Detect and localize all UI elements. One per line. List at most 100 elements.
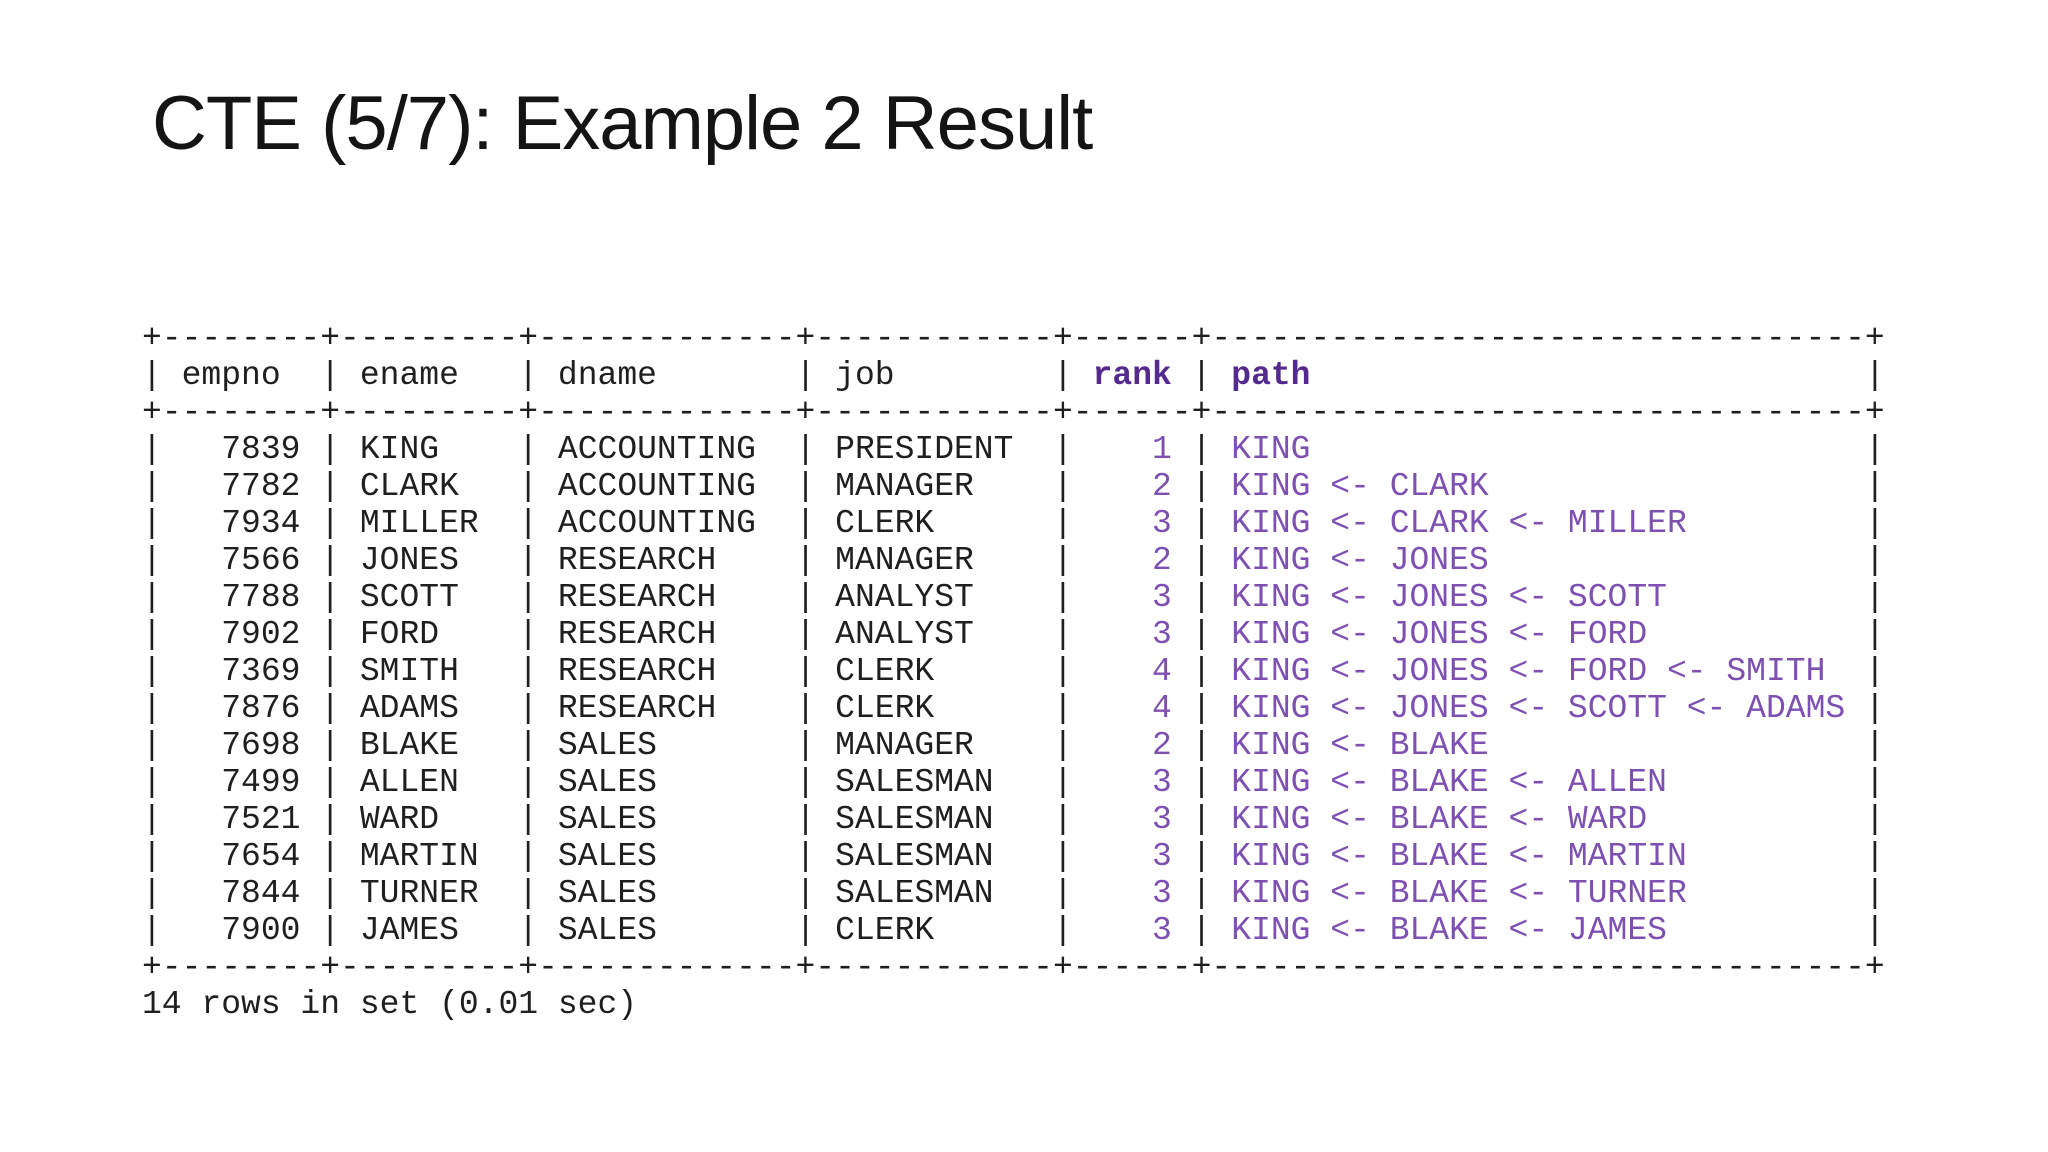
pipe: | (518, 838, 539, 875)
column-header-job: job (815, 357, 1054, 394)
cell-empno: 7900 (161, 912, 321, 949)
cell-job: MANAGER (815, 468, 1054, 505)
table-row: | 7900 | JAMES | SALES | CLERK | 3 | KIN… (142, 912, 1885, 949)
pipe: | (142, 616, 162, 653)
pipe: | (1191, 690, 1212, 727)
cell-job: SALESMAN (815, 875, 1054, 912)
cell-job: ANALYST (815, 616, 1054, 653)
pipe: | (1053, 653, 1073, 690)
pipe: | (518, 690, 539, 727)
cell-empno: 7521 (161, 801, 321, 838)
table-row: | 7844 | TURNER | SALES | SALESMAN | 3 |… (142, 875, 1885, 912)
cell-empno: 7499 (161, 764, 321, 801)
pipe: | (1191, 468, 1212, 505)
cell-path: KING <- BLAKE <- TURNER (1211, 875, 1865, 912)
cell-dname: RESEARCH (538, 542, 796, 579)
cell-rank: 4 (1072, 690, 1192, 727)
cell-rank: 1 (1072, 431, 1192, 468)
pipe: | (142, 542, 162, 579)
border-dashes: +--------+---------+-------------+------… (142, 394, 1885, 431)
cell-job: MANAGER (815, 727, 1054, 764)
cell-ename: BLAKE (340, 727, 519, 764)
cell-rank: 2 (1072, 727, 1192, 764)
cell-empno: 7369 (161, 653, 321, 690)
pipe: | (795, 764, 816, 801)
cell-empno: 7566 (161, 542, 321, 579)
pipe: | (320, 801, 341, 838)
cell-empno: 7698 (161, 727, 321, 764)
table-border-line: +--------+---------+-------------+------… (142, 394, 1885, 431)
pipe: | (142, 727, 162, 764)
pipe: | (1053, 468, 1073, 505)
cell-ename: JAMES (340, 912, 519, 949)
cell-job: CLERK (815, 653, 1054, 690)
table-row: | 7876 | ADAMS | RESEARCH | CLERK | 4 | … (142, 690, 1885, 727)
pipe: | (1053, 727, 1073, 764)
pipe: | (1053, 542, 1073, 579)
slide-title: CTE (5/7): Example 2 Result (152, 81, 1093, 166)
pipe: | (795, 505, 816, 542)
table-row: | 7499 | ALLEN | SALES | SALESMAN | 3 | … (142, 764, 1885, 801)
pipe: | (1053, 875, 1073, 912)
column-header-rank: rank (1072, 357, 1192, 394)
cell-rank: 2 (1072, 542, 1192, 579)
cell-path: KING <- CLARK <- MILLER (1211, 505, 1865, 542)
pipe: | (320, 505, 341, 542)
pipe: | (518, 542, 539, 579)
pipe: | (320, 875, 341, 912)
pipe: | (518, 579, 539, 616)
cell-empno: 7782 (161, 468, 321, 505)
border-dashes: +--------+---------+-------------+------… (142, 949, 1885, 986)
pipe: | (518, 727, 539, 764)
border-dashes: +--------+---------+-------------+------… (142, 320, 1885, 357)
cell-dname: ACCOUNTING (538, 505, 796, 542)
pipe: | (1864, 542, 1885, 579)
cell-job: SALESMAN (815, 801, 1054, 838)
pipe: | (795, 912, 816, 949)
cell-path: KING <- BLAKE <- MARTIN (1211, 838, 1865, 875)
pipe: | (320, 616, 341, 653)
pipe: | (142, 653, 162, 690)
column-header-empno: empno (161, 357, 321, 394)
pipe: | (142, 801, 162, 838)
table-row: | 7782 | CLARK | ACCOUNTING | MANAGER | … (142, 468, 1885, 505)
pipe: | (1191, 875, 1212, 912)
pipe: | (320, 764, 341, 801)
table-header-line: | empno | ename | dname | job | rank | p… (142, 357, 1885, 394)
pipe: | (142, 357, 162, 394)
cell-dname: SALES (538, 838, 796, 875)
cell-dname: SALES (538, 764, 796, 801)
cell-empno: 7876 (161, 690, 321, 727)
pipe: | (795, 431, 816, 468)
pipe: | (1191, 579, 1212, 616)
pipe: | (142, 468, 162, 505)
pipe: | (1864, 468, 1885, 505)
cell-ename: ALLEN (340, 764, 519, 801)
pipe: | (795, 727, 816, 764)
pipe: | (1864, 727, 1885, 764)
cell-path: KING <- JONES <- FORD (1211, 616, 1865, 653)
cell-job: SALESMAN (815, 764, 1054, 801)
table-row: | 7839 | KING | ACCOUNTING | PRESIDENT |… (142, 431, 1885, 468)
cell-dname: SALES (538, 801, 796, 838)
cell-ename: CLARK (340, 468, 519, 505)
cell-dname: ACCOUNTING (538, 431, 796, 468)
pipe: | (1191, 542, 1212, 579)
cell-ename: MARTIN (340, 838, 519, 875)
cell-ename: JONES (340, 542, 519, 579)
cell-dname: RESEARCH (538, 616, 796, 653)
pipe: | (1053, 616, 1073, 653)
pipe: | (320, 579, 341, 616)
column-header-ename: ename (340, 357, 519, 394)
cell-dname: SALES (538, 875, 796, 912)
cell-dname: RESEARCH (538, 653, 796, 690)
table-border-line: +--------+---------+-------------+------… (142, 949, 1885, 986)
cell-rank: 3 (1072, 838, 1192, 875)
cell-path: KING <- JONES <- SCOTT (1211, 579, 1865, 616)
pipe: | (518, 616, 539, 653)
cell-rank: 4 (1072, 653, 1192, 690)
cell-dname: ACCOUNTING (538, 468, 796, 505)
pipe: | (320, 727, 341, 764)
table-row: | 7934 | MILLER | ACCOUNTING | CLERK | 3… (142, 505, 1885, 542)
cell-rank: 3 (1072, 801, 1192, 838)
